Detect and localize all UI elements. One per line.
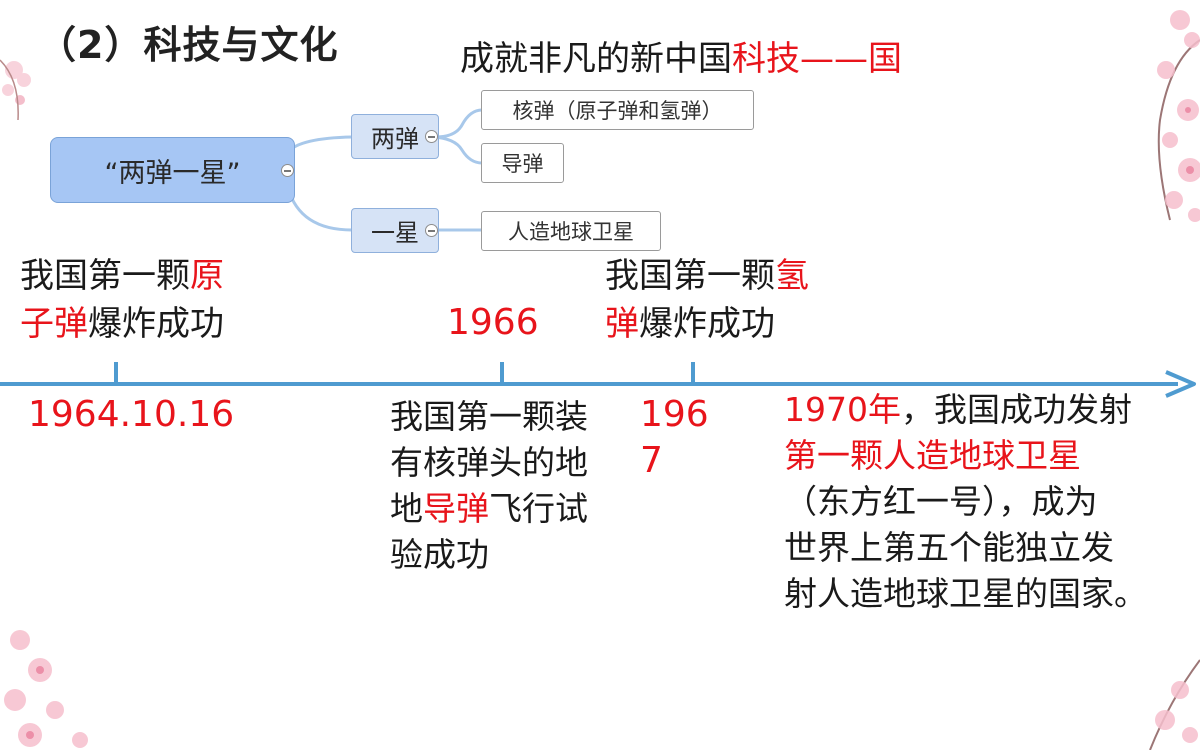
event-highlight: 氢 [775, 256, 809, 296]
desc-line: 有核弹头的地 [390, 443, 588, 482]
event-text: 我国第一颗 [605, 256, 775, 296]
timeline-axis [0, 362, 1196, 398]
mindmap-leaf-nuclear[interactable]: 核弹（原子弹和氢弹） [481, 90, 754, 130]
date-line: 7 [640, 440, 663, 481]
mindmap-branch-liangdan[interactable]: 两弹 [351, 114, 439, 159]
mindmap-leaf-missile[interactable]: 导弹 [481, 143, 564, 183]
desc-line: 验成功 [390, 535, 489, 574]
date-line: 196 [640, 394, 709, 435]
mindmap-root[interactable]: “两弹一星” [50, 137, 295, 203]
event-text: 爆炸成功 [88, 304, 224, 344]
event-text: 爆炸成功 [639, 304, 775, 344]
desc-highlight: 导弹 [423, 489, 489, 528]
event-satellite: 1970年，我国成功发射 第一颗人造地球卫星 （东方红一号），成为 世界上第五个… [784, 387, 1194, 617]
event-hydrogen-bomb: 我国第一颗氢 弹爆炸成功 [605, 252, 809, 348]
blossom-decoration-bottom-left [4, 630, 88, 748]
event-highlight: 子弹 [20, 304, 88, 344]
event-missile: 我国第一颗装 有核弹头的地 地导弹飞行试 验成功 [390, 394, 588, 578]
desc-line: 地 [390, 489, 423, 528]
event-text: 我国第一颗 [20, 256, 190, 296]
desc-highlight: 第一颗人造地球卫星 [784, 436, 1081, 475]
date-1966: 1966 [447, 302, 539, 343]
leaf-label: 人造地球卫星 [508, 220, 634, 244]
desc-line: 世界上第五个能独立发 [784, 528, 1114, 567]
mindmap-root-label: “两弹一星” [104, 157, 241, 189]
branch-label: 一星 [371, 219, 419, 247]
headline: 成就非凡的新中国科技——国 防 [460, 34, 960, 90]
event-atomic-bomb: 我国第一颗原 子弹爆炸成功 [20, 252, 224, 348]
desc-line: ，我国成功发射 [900, 390, 1132, 429]
leaf-label: 导弹 [501, 152, 544, 176]
blossom-decoration-bottom-right [1149, 659, 1200, 750]
desc-line: 我国第一颗装 [390, 397, 588, 436]
section-title: （2）科技与文化 [38, 23, 339, 67]
branch-collapse-icon[interactable] [425, 224, 438, 237]
event-highlight: 原 [190, 256, 224, 296]
headline-overflow: 防 [460, 89, 494, 90]
branch-collapse-icon[interactable] [425, 130, 438, 143]
desc-line: （东方红一号），成为 [784, 482, 1098, 521]
desc-highlight: 1970年 [784, 390, 901, 429]
date-1967: 196 7 [640, 392, 709, 484]
root-collapse-icon[interactable] [281, 164, 294, 177]
desc-line: 射人造地球卫星的国家。 [784, 574, 1147, 613]
event-highlight: 弹 [605, 304, 639, 344]
leaf-label: 核弹（原子弹和氢弹） [512, 99, 723, 123]
mindmap-branch-yixing[interactable]: 一星 [351, 208, 439, 253]
desc-line: 飞行试 [489, 489, 588, 528]
date-1964: 1964.10.16 [28, 394, 235, 435]
mindmap-leaf-satellite[interactable]: 人造地球卫星 [481, 211, 661, 251]
branch-label: 两弹 [371, 125, 419, 153]
headline-highlight: 科技——国 [732, 39, 902, 79]
headline-prefix: 成就非凡的新中国 [460, 39, 732, 79]
